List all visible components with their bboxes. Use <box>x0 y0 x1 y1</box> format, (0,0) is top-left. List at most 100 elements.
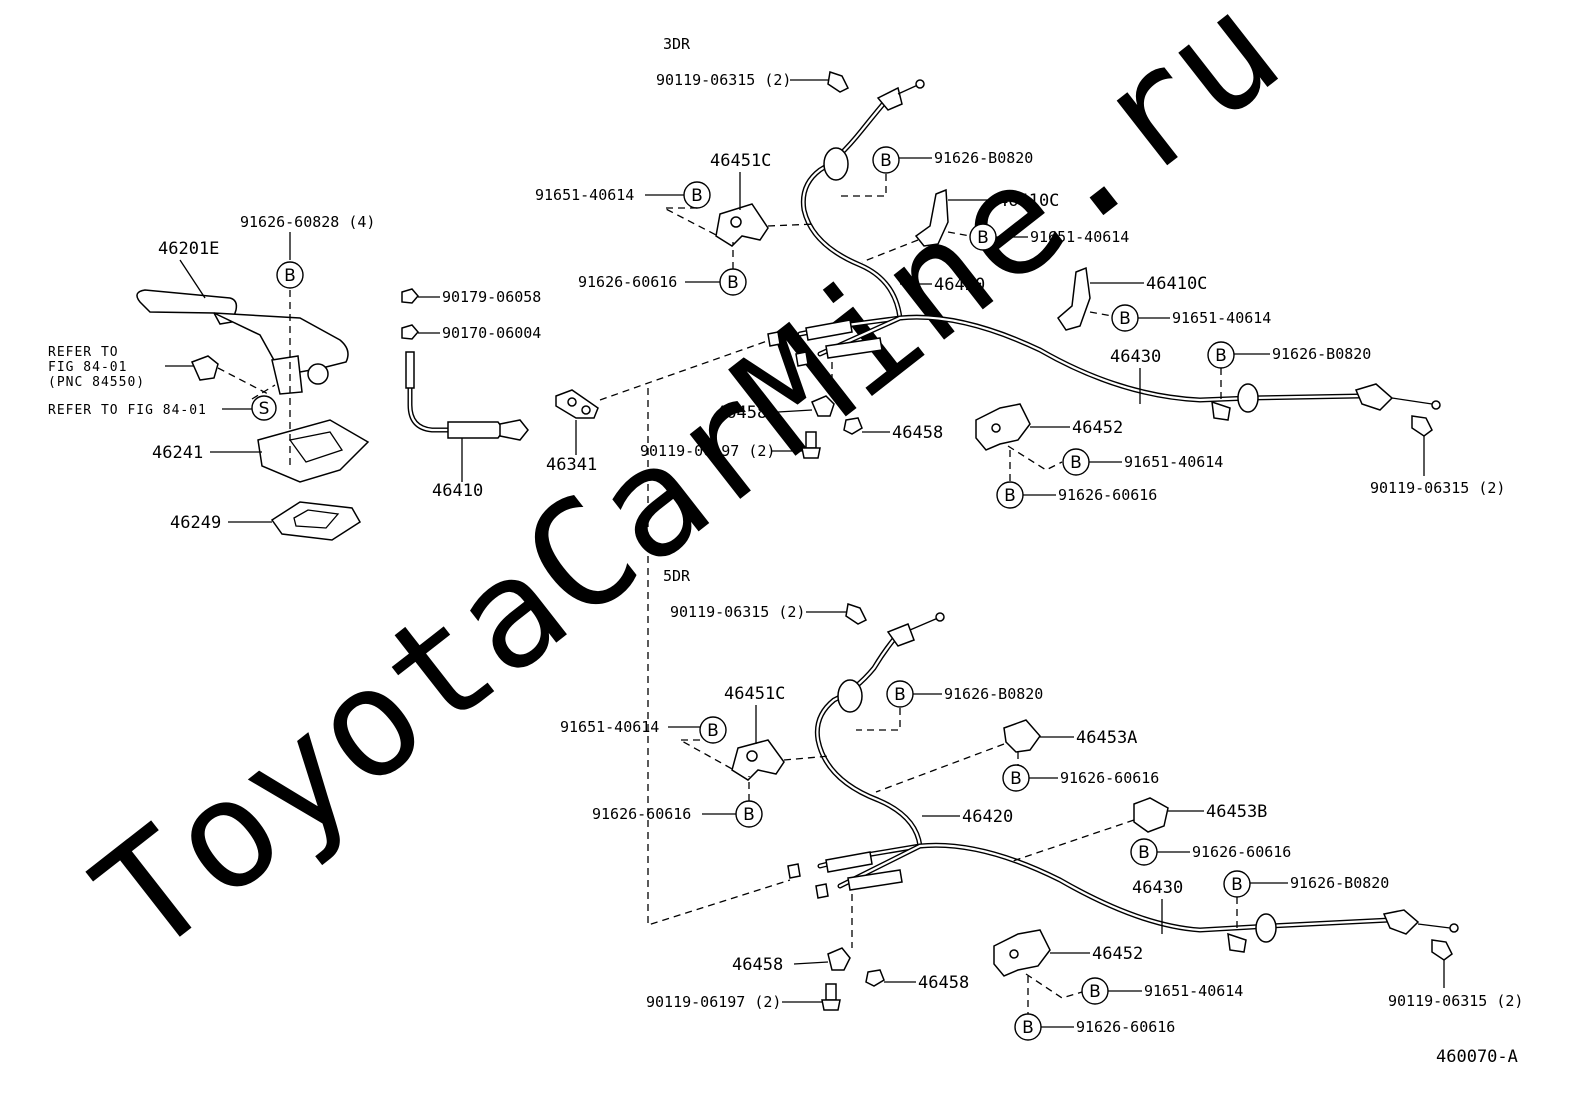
label-90119-06315-3dr-top: 90119-06315 (2) <box>656 71 791 89</box>
dash-equalizer-to-3dr <box>599 339 771 401</box>
circle-b-5dr-8-text: B <box>1022 1018 1034 1038</box>
retainer-46458-3dr-b <box>843 417 863 435</box>
clip-46410C-3dr-a <box>914 188 949 247</box>
variant-5dr-group: 5DR 90119-06315 (2) B 91626-B0820 46451C <box>560 567 1523 1041</box>
dash-46410C-3dr-a <box>947 231 971 237</box>
label-91651-40614-5dr-a: 91651-40614 <box>560 718 659 736</box>
label-90170-06004: 90170-06004 <box>442 324 541 342</box>
dash-46451C-3dr <box>767 223 816 227</box>
equalizer-shape <box>555 389 599 419</box>
refer-text-line3: (PNC 84550) <box>48 375 145 390</box>
label-91626-60616-5dr-d: 91626-60616 <box>1192 843 1291 861</box>
label-91626-60616-5dr-c: 91626-60616 <box>1060 769 1159 787</box>
label-46453A-5dr: 46453A <box>1076 728 1137 748</box>
front-cable-end <box>447 421 505 439</box>
front-cable-clip <box>499 419 529 441</box>
refer-text-line1: REFER TO <box>48 345 119 360</box>
cable-46430-3dr-inner <box>818 316 1362 402</box>
refer-dash-2 <box>251 384 276 400</box>
label-46241: 46241 <box>152 443 203 463</box>
retainer-46458-5dr-b <box>865 969 885 987</box>
cable-eye-3dr-1 <box>767 331 781 347</box>
bracket-46452-hole-3dr <box>991 423 1001 433</box>
bracket-46452-5dr <box>993 929 1051 977</box>
variant-3dr-group: 3DR 90119-06315 (2) B 91626-B0820 <box>535 35 1505 509</box>
circle-b-3dr-1 <box>872 146 900 174</box>
label-46341: 46341 <box>546 455 597 475</box>
circle-b-5dr-2 <box>699 716 727 744</box>
retainer-46458-5dr-a <box>827 947 851 971</box>
label-91626-60828: 91626-60828 (4) <box>240 213 375 231</box>
cable-tip-5dr-top <box>909 617 939 631</box>
nut-shape <box>401 324 419 340</box>
cable-tip-3dr-right <box>1391 397 1433 405</box>
circle-b-5dr-4-text: B <box>1010 769 1022 789</box>
circle-b-5dr-6-text: B <box>1231 875 1243 895</box>
dash-equalizer-to-5dr <box>647 388 791 926</box>
label-46451C-5dr: 46451C <box>724 684 785 704</box>
refer-text-line2: FIG 84-01 <box>48 360 127 375</box>
grommet-3dr-top <box>823 147 849 181</box>
clip-46410C-3dr-b <box>1057 266 1091 331</box>
label-46201E: 46201E <box>158 239 219 259</box>
clamp-46453B-5dr <box>1133 797 1169 833</box>
refer-bracket-shape <box>190 355 219 381</box>
bolt-90119-06197-3dr <box>805 431 817 449</box>
label-91626-60616-5dr-a: 91626-60616 <box>592 805 691 823</box>
label-46458-3dr-b: 46458 <box>892 423 943 443</box>
label-90179-06058: 90179-06058 <box>442 288 541 306</box>
circle-b-3dr-6-text: B <box>1215 346 1227 366</box>
dash-91651-5dr-a <box>677 739 735 771</box>
label-90119-06197-5dr: 90119-06197 (2) <box>646 993 781 1011</box>
parking-brake-lever-shape <box>136 289 238 325</box>
grommet-5dr-right <box>1255 913 1277 943</box>
label-46249: 46249 <box>170 513 221 533</box>
label-46420-5dr: 46420 <box>962 807 1013 827</box>
bracket-46452-hole-5dr <box>1009 949 1019 959</box>
figure-code: 460070-A <box>1436 1047 1518 1067</box>
bolt-5dr-top <box>845 603 868 625</box>
bolt-head-90119-06197-5dr <box>821 999 841 1011</box>
circle-b-3dr-2-text: B <box>691 186 703 206</box>
label-46430-5dr: 46430 <box>1132 878 1183 898</box>
label-90119-06315-5dr-right: 90119-06315 (2) <box>1388 992 1523 1010</box>
lever-boot-shape <box>270 501 362 541</box>
boot-opening <box>293 509 340 529</box>
dash-46453A-cable-5dr <box>875 743 1005 793</box>
label-46452-5dr: 46452 <box>1092 944 1143 964</box>
label-91626-B0820-5dr-a: 91626-B0820 <box>944 685 1043 703</box>
label-91626-60616-3dr-a: 91626-60616 <box>578 273 677 291</box>
circle-b-5dr-5-text: B <box>1138 843 1150 863</box>
cable-46420-3dr-inner <box>798 94 902 336</box>
leader-46201E <box>179 259 206 299</box>
equalizer-hole-2 <box>581 405 591 415</box>
cable-eye-5dr-1 <box>787 863 801 879</box>
label-91626-B0820-3dr-b: 91626-B0820 <box>1272 345 1371 363</box>
label-91651-40614-3dr-b: 91651-40614 <box>1030 228 1129 246</box>
circle-b-5dr-2-text: B <box>707 721 719 741</box>
cable-eye-3dr-2 <box>795 351 809 367</box>
circle-b-3dr-7-text: B <box>1070 453 1082 473</box>
dash-46410C-3dr-b <box>1089 311 1113 317</box>
grommet-3dr-right <box>1237 383 1259 413</box>
cable-tip-5dr-right <box>1417 923 1451 929</box>
label-91626-60616-5dr-b: 91626-60616 <box>1076 1018 1175 1036</box>
cable-adjuster-3dr-2 <box>825 337 883 359</box>
cable-tip-ball-3dr-right <box>1431 400 1441 410</box>
refer-fig-text: REFER TO FIG 84-01 <box>48 403 207 418</box>
clamp-3dr-right <box>1211 400 1231 421</box>
dash-46453B-cable-5dr <box>1009 819 1135 863</box>
circle-b-text: B <box>284 266 296 286</box>
cable-46420-5dr <box>814 629 923 869</box>
label-91651-40614-3dr-c: 91651-40614 <box>1172 309 1271 327</box>
label-5dr: 5DR <box>663 567 691 585</box>
cable-adjuster-5dr-1 <box>825 851 873 873</box>
circle-b-5dr-7-text: B <box>1089 982 1101 1002</box>
bracket-46451C-3dr <box>715 203 769 247</box>
retainer-46458-3dr-a <box>811 395 835 417</box>
base-plate-slot <box>288 431 344 463</box>
dash-b0820-3dr <box>840 174 887 197</box>
leader-46458-3dr-a <box>777 409 813 413</box>
label-46458-5dr-a: 46458 <box>732 955 783 975</box>
